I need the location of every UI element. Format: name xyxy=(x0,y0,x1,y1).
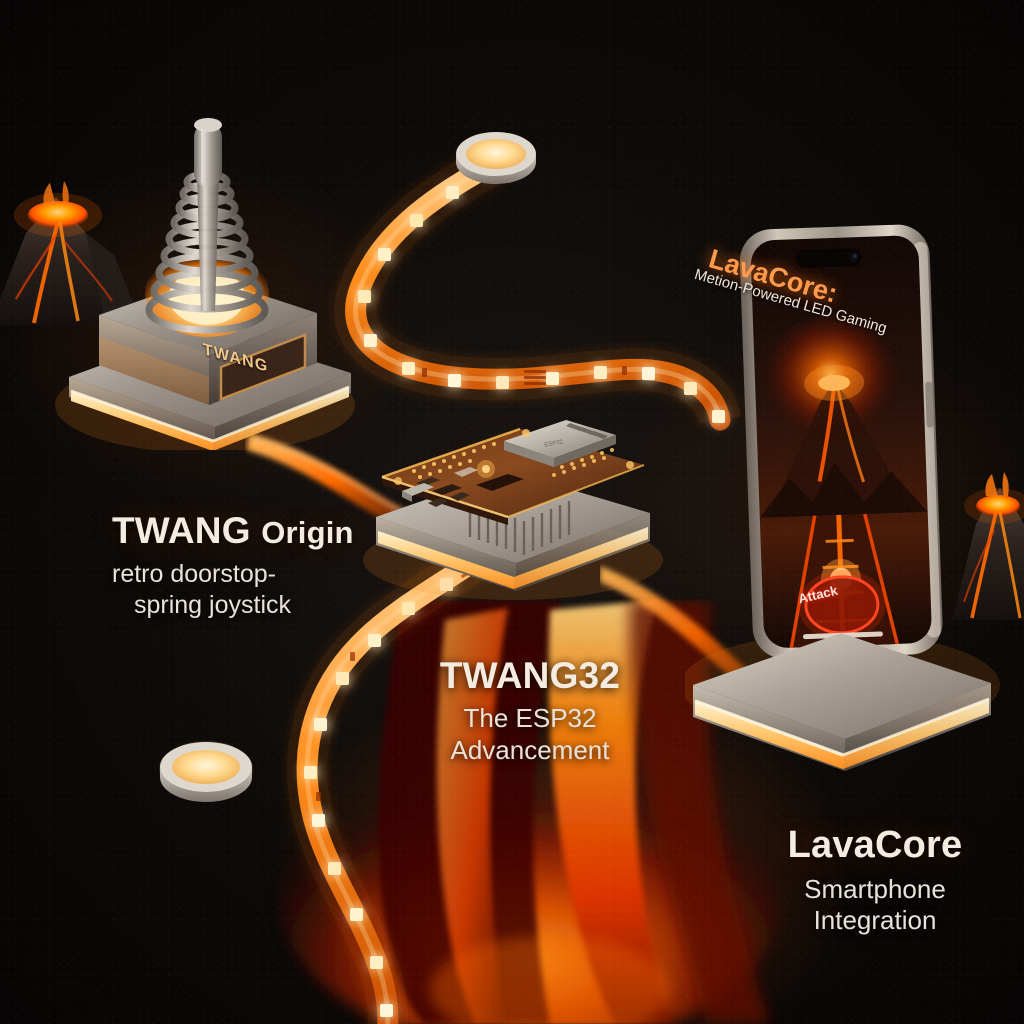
volcano-left-icon xyxy=(0,175,146,335)
stage-device-esp32-board[interactable]: ESP32 xyxy=(358,385,668,600)
caption-lavacore-title: LavaCore xyxy=(787,824,963,866)
led-puck-top xyxy=(455,128,537,184)
led-strip-lower xyxy=(190,533,610,1024)
stage-device-smartphone[interactable]: LavaCore: Metion-Powered LED Gaming Atta… xyxy=(680,215,1000,780)
caption-twang32: TWANG32 The ESP32 Advancement xyxy=(405,655,655,767)
caption-lavacore-subtitle-line1: Smartphone xyxy=(804,873,946,904)
caption-twang32-subtitle: The ESP32 Advancement xyxy=(405,703,655,766)
caption-lavacore: LavaCore Smartphone Integration xyxy=(740,824,1010,937)
caption-twang-origin: TWANG Origin retro doorstop- spring joys… xyxy=(112,510,412,620)
caption-twang-title-bold: TWANG xyxy=(112,510,251,551)
caption-twang-subtitle-line2: spring joystick xyxy=(134,590,291,619)
svg-text:ESP32: ESP32 xyxy=(544,439,564,448)
caption-twang32-subtitle-line2: Advancement xyxy=(450,735,610,766)
caption-twang-title: TWANG Origin xyxy=(112,510,412,551)
lava-chasm xyxy=(250,600,810,1024)
caption-twang-title-light: Origin xyxy=(261,515,354,550)
caption-lavacore-subtitle-line2: Integration xyxy=(813,905,937,936)
caption-twang32-subtitle-line1: The ESP32 xyxy=(463,703,597,734)
volcano-right-icon xyxy=(950,468,1024,628)
caption-twang-subtitle: retro doorstop- spring joystick xyxy=(112,559,412,620)
caption-twang-subtitle-line1: retro doorstop- xyxy=(112,560,276,589)
stage-device-spring-joystick[interactable]: TWANG xyxy=(55,105,365,453)
led-puck-bottom xyxy=(158,735,254,803)
caption-lavacore-subtitle: Smartphone Integration xyxy=(740,874,1010,937)
caption-twang32-title: TWANG32 xyxy=(439,655,621,696)
